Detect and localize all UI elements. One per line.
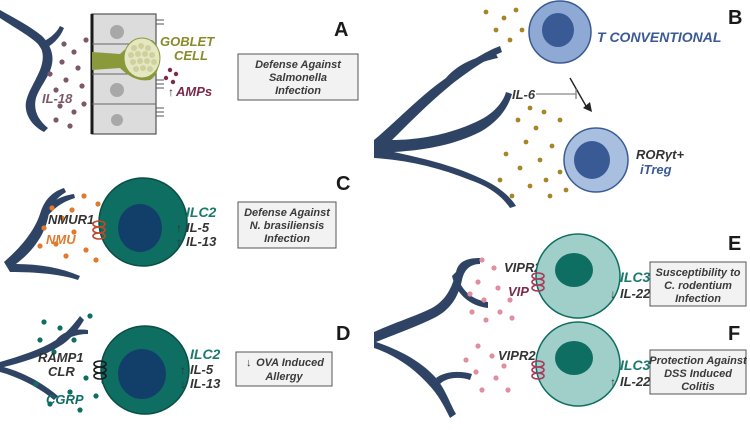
epithelium bbox=[90, 13, 164, 135]
il22-arrow-f: ↑ bbox=[610, 375, 616, 389]
il5-label-d: IL-5 bbox=[190, 362, 214, 377]
ramp1-label: RAMP1 bbox=[38, 350, 84, 365]
panel-e-f-nerve bbox=[374, 258, 488, 418]
outcome-a-line-3: Infection bbox=[275, 85, 321, 97]
vip-dots-e bbox=[467, 257, 515, 323]
il5-arrow-d: ↑ bbox=[180, 363, 186, 377]
itreg-label-2: iTreg bbox=[640, 162, 672, 177]
il6-label: IL-6 bbox=[512, 87, 536, 102]
outcome-d-line-1: OVA Induced bbox=[256, 357, 324, 369]
outcome-c-line-1: Defense Against bbox=[244, 207, 331, 219]
il18-dots bbox=[47, 37, 89, 129]
nerve-d bbox=[0, 316, 84, 368]
il22-label-f: IL-22 bbox=[620, 374, 651, 389]
nerve-a bbox=[0, 10, 53, 132]
panel-f-letter: F bbox=[728, 323, 740, 345]
outcome-c-line-3: Infection bbox=[264, 233, 310, 245]
panel-b-letter: B bbox=[728, 7, 742, 29]
panel-a-letter: A bbox=[334, 19, 348, 41]
il13-label-c: IL-13 bbox=[186, 234, 217, 249]
vip-label: VIP bbox=[508, 284, 529, 299]
il22-label-e: IL-22 bbox=[620, 286, 651, 301]
il13-label-d: IL-13 bbox=[190, 376, 221, 391]
ilc3-label-e: ILC3 bbox=[620, 269, 651, 285]
ova-arrow: ↓ bbox=[246, 357, 252, 369]
outcome-f-line-2: DSS Induced bbox=[664, 368, 732, 380]
vipr2-label-e: VIPR2 bbox=[504, 260, 542, 275]
panel-a: IL-18 bbox=[0, 10, 359, 135]
cgrp-dots bbox=[33, 313, 107, 413]
nerve-b bbox=[374, 46, 516, 208]
panel-f: VIPR2 ILC3 ↑ IL-22 F Protection Against … bbox=[463, 321, 748, 407]
outcome-box-a bbox=[237, 53, 359, 101]
outcome-box-e bbox=[649, 261, 747, 307]
nmu-dots bbox=[37, 193, 101, 263]
ilc3-label-f: ILC3 bbox=[620, 357, 651, 373]
outcome-c-line-2: N. brasiliensis bbox=[250, 220, 325, 232]
goblet-label-1: GOBLET bbox=[160, 34, 215, 49]
clr-label: CLR bbox=[48, 364, 75, 379]
il22-arrow-e: ↓ bbox=[610, 287, 616, 301]
panel-e: VIPR2 VIP ILC3 ↓ IL-22 E Susceptibility … bbox=[467, 233, 747, 323]
vipr2-label-f: VIPR2 bbox=[498, 348, 536, 363]
ilc3-nucleus-f bbox=[555, 341, 593, 375]
nmur1-label: NMUR1 bbox=[48, 212, 94, 227]
panel-c: NMUR1 NMU ILC2 ↑ IL-5 ↑ IL-13 C Defense … bbox=[4, 173, 350, 280]
outcome-box-c bbox=[237, 201, 337, 249]
amps-arrow: ↑ bbox=[168, 85, 174, 99]
outcome-f-line-1: Protection Against bbox=[649, 355, 748, 367]
itreg-label-1: RORγt+ bbox=[636, 147, 684, 162]
panel-e-letter: E bbox=[728, 233, 741, 255]
cgrp-label: CGRP bbox=[46, 392, 84, 407]
nmur1-receptor bbox=[92, 220, 106, 240]
goblet-cell bbox=[92, 37, 161, 81]
amps-dots bbox=[163, 67, 179, 85]
outcome-e-line-1: Susceptibility to bbox=[656, 267, 741, 279]
outcome-f-line-3: Colitis bbox=[681, 381, 715, 393]
il5-arrow-c: ↑ bbox=[176, 221, 182, 235]
outcome-d-line-2: Allergy bbox=[264, 371, 303, 383]
nerve-ef bbox=[374, 258, 480, 418]
vip-dots-f bbox=[463, 343, 511, 393]
ilc2-nucleus-c bbox=[118, 204, 162, 252]
il5-label-c: IL-5 bbox=[186, 220, 210, 235]
il6-dots bbox=[483, 7, 569, 199]
outcome-box-f bbox=[649, 349, 747, 395]
nerve-c bbox=[4, 188, 80, 280]
ramp1-clr-receptor bbox=[93, 360, 107, 380]
outcome-e-line-2: C. rodentium bbox=[664, 280, 732, 292]
amps-label: AMPs bbox=[175, 84, 212, 99]
panel-b: T CONVENTIONAL IL-6 RORγt+ iTreg B bbox=[374, 0, 742, 208]
panel-c-letter: C bbox=[336, 173, 350, 195]
nmu-label: NMU bbox=[46, 232, 76, 247]
outcome-box-d bbox=[235, 351, 333, 387]
outcome-a-line-1: Defense Against bbox=[255, 59, 342, 71]
il13-arrow-d: ↓ bbox=[180, 377, 186, 391]
il13-arrow-c: ↑ bbox=[176, 235, 182, 249]
il18-label: IL-18 bbox=[42, 91, 73, 106]
ilc3-nucleus-e bbox=[555, 253, 593, 287]
ilc2-nucleus-d bbox=[118, 349, 166, 399]
outcome-a-line-2: Salmonella bbox=[269, 72, 327, 84]
t-conventional-label: T CONVENTIONAL bbox=[597, 29, 721, 45]
panel-d: RAMP1 CLR CGRP ILC2 ↑ IL-5 ↓ IL-13 D ↓ O… bbox=[0, 313, 350, 415]
t-conventional-nucleus bbox=[542, 13, 574, 47]
ilc2-label-c: ILC2 bbox=[186, 204, 217, 220]
panel-d-letter: D bbox=[336, 323, 350, 345]
goblet-label-2: CELL bbox=[174, 48, 208, 63]
ilc2-label-d: ILC2 bbox=[190, 346, 221, 362]
outcome-e-line-3: Infection bbox=[675, 293, 721, 305]
vipr2-receptor-f bbox=[531, 360, 545, 380]
itreg-nucleus bbox=[574, 141, 610, 179]
vipr2-receptor-e bbox=[531, 272, 545, 292]
